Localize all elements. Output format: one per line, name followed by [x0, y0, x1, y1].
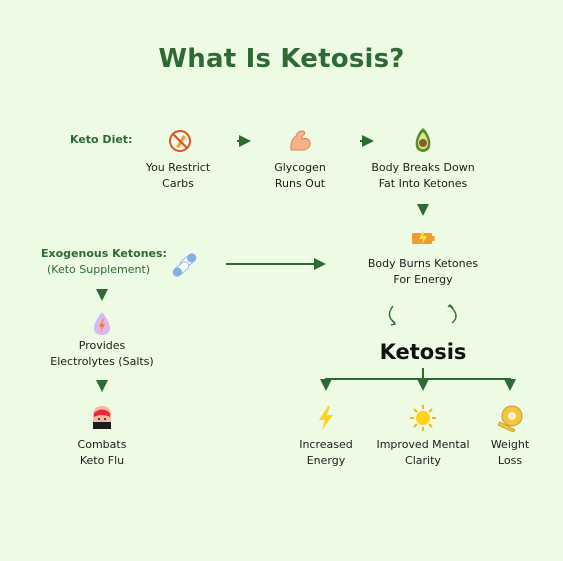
step-fat-breakdown-line1: Body Breaks Down	[371, 161, 475, 174]
step-restrict-carbs-line1: You Restrict	[145, 161, 211, 174]
electrolyte-drop-icon	[94, 312, 110, 335]
burn-ketones-line1: Body Burns Ketones	[367, 257, 479, 270]
capsule-pills-icon	[172, 253, 197, 277]
flexed-arm-icon	[290, 130, 311, 151]
no-carbs-icon	[169, 130, 191, 152]
benefit-mental-clarity-line2: Clarity	[405, 454, 441, 467]
benefit-weight-loss-line1: Weight	[490, 438, 530, 451]
step-glycogen-line2: Runs Out	[274, 177, 326, 190]
keto-diet-label: Keto Diet:	[70, 133, 133, 146]
page-title: What Is Ketosis?	[158, 44, 405, 74]
step-restrict-carbs: You Restrict Carbs	[128, 160, 228, 192]
benefit-mental-clarity: Improved Mental Clarity	[363, 437, 483, 469]
combats-keto-flu-line1: Combats	[77, 438, 127, 451]
exogenous-ketones-label: Exogenous Ketones:	[41, 247, 167, 260]
step-fat-breakdown-line2: Fat Into Ketones	[378, 177, 468, 190]
combats-keto-flu-line2: Keto Flu	[79, 454, 125, 467]
lightning-bolt-icon	[319, 406, 333, 430]
benefit-weight-loss-line2: Loss	[497, 454, 523, 467]
battery-energy-icon	[412, 231, 435, 246]
benefit-weight-loss: Weight Loss	[480, 437, 540, 469]
avocado-icon	[415, 128, 431, 152]
sun-brain-icon	[410, 405, 436, 431]
benefit-mental-clarity-line1: Improved Mental	[376, 438, 470, 451]
combats-keto-flu: Combats Keto Flu	[52, 437, 152, 469]
benefit-energy-line2: Energy	[306, 454, 346, 467]
step-restrict-carbs-line2: Carbs	[162, 177, 194, 190]
benefit-energy-line1: Increased	[299, 438, 353, 451]
feverish-face-icon	[93, 406, 111, 429]
measuring-tape-icon	[497, 405, 523, 432]
step-glycogen-line1: Glycogen	[274, 161, 326, 174]
ketosis-heading: Ketosis	[379, 340, 467, 364]
provides-electrolytes: Provides Electrolytes (Salts)	[42, 338, 162, 370]
cycle-arrow-right	[449, 305, 457, 324]
step-fat-breakdown: Body Breaks Down Fat Into Ketones	[363, 160, 483, 192]
provides-electrolytes-line1: Provides	[78, 339, 126, 352]
burn-ketones-line2: For Energy	[393, 273, 453, 286]
exogenous-ketones-sublabel: (Keto Supplement)	[47, 263, 151, 276]
step-glycogen: Glycogen Runs Out	[250, 160, 350, 192]
provides-electrolytes-line2: Electrolytes (Salts)	[50, 355, 154, 368]
burn-ketones: Body Burns Ketones For Energy	[353, 256, 493, 288]
benefit-energy: Increased Energy	[286, 437, 366, 469]
